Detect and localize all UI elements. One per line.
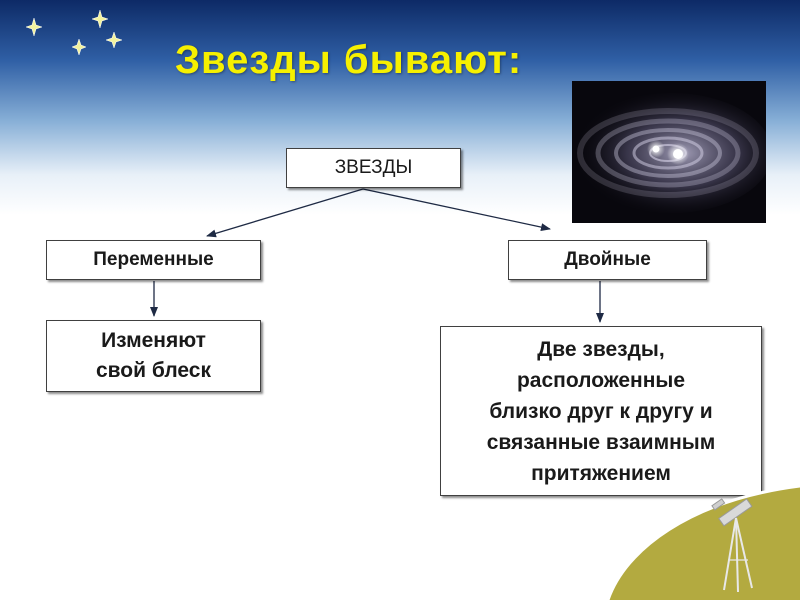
node-variable: Переменные bbox=[46, 240, 261, 280]
arrow-root-to-variable bbox=[206, 188, 364, 238]
star-icon bbox=[105, 31, 123, 49]
description-line: расположенные bbox=[516, 368, 686, 392]
binary-star-image bbox=[572, 81, 766, 223]
telescope-icon bbox=[711, 498, 753, 593]
description-line: притяжением bbox=[531, 461, 671, 485]
star-icon bbox=[71, 38, 87, 56]
description-line: близко друг к другу и bbox=[489, 399, 713, 423]
node-stars: ЗВЕЗДЫ bbox=[286, 148, 461, 188]
arrow-root-to-binary bbox=[362, 188, 551, 232]
sparkle-stars-icon bbox=[25, 9, 123, 56]
description-line: Изменяют bbox=[101, 329, 206, 352]
node-variable-description: Изменяют свой блеск bbox=[46, 320, 261, 392]
node-binary-description: Две звезды, расположенные близко друг к … bbox=[440, 326, 762, 496]
hill-decoration bbox=[606, 484, 800, 600]
description-line: свой блеск bbox=[96, 359, 211, 382]
node-binary: Двойные bbox=[508, 240, 707, 280]
star-icon bbox=[91, 9, 109, 29]
description-line: связанные взаимным bbox=[486, 430, 716, 454]
star-icon bbox=[25, 17, 43, 37]
description-line: Две звезды, bbox=[537, 337, 665, 361]
page-title: Звезды бывают: bbox=[175, 38, 523, 82]
